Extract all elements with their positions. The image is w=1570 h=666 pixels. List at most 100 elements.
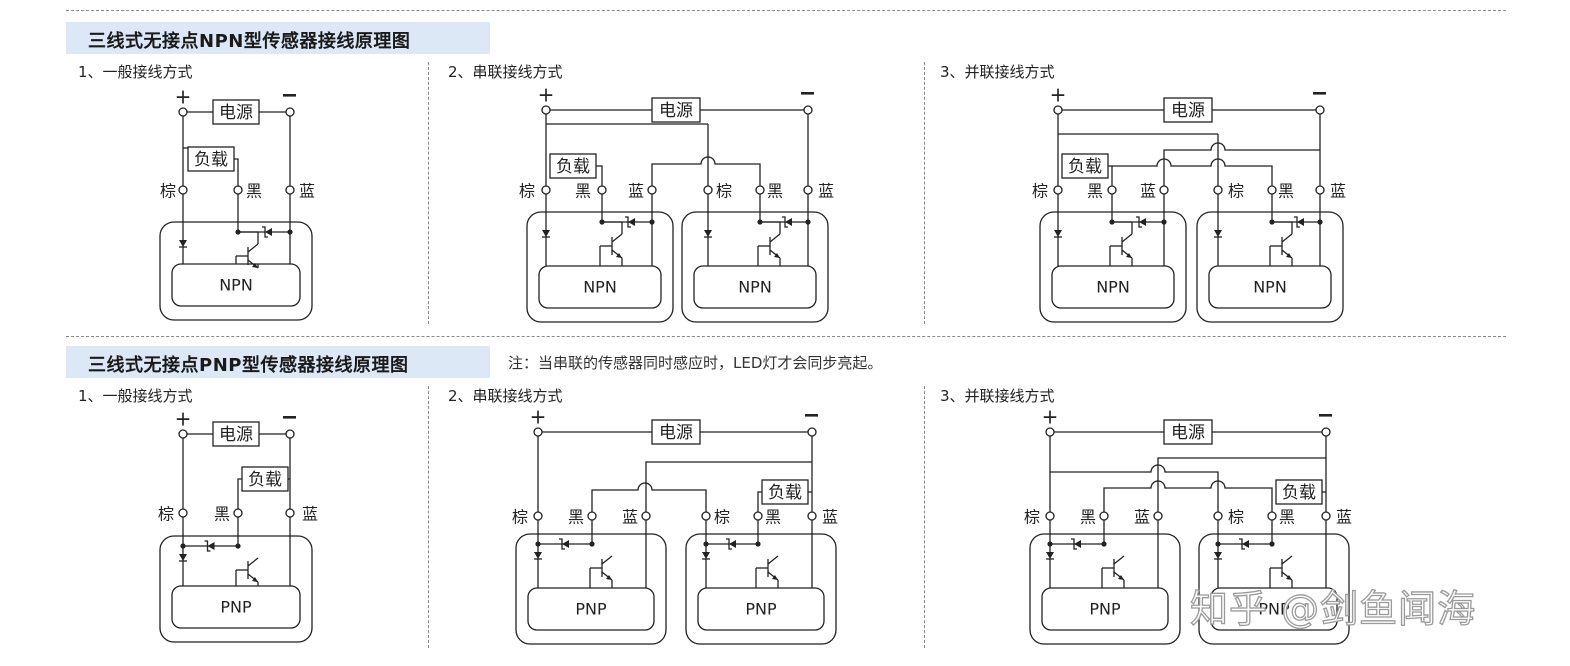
black-wire-label: 黑: [214, 505, 230, 524]
plus-terminal: [178, 429, 188, 439]
series-led-note: 注：当串联的传感器同时感应时，LED灯才会同步亮起。: [508, 354, 883, 372]
sensor-unit-5: PNP: [159, 508, 313, 643]
zener-diode-bar: [625, 216, 631, 228]
return-rail: [1157, 457, 1326, 512]
transistor-collector: [611, 233, 623, 243]
black-wire-label: 黑: [1278, 182, 1294, 201]
column-divider-1: [428, 62, 429, 324]
power-source: 电源: [659, 423, 693, 443]
blue-terminal: [1315, 185, 1325, 195]
transistor-arrow: [1286, 253, 1292, 258]
black-wire-label: 黑: [765, 508, 781, 527]
pnp-label: PNP: [745, 600, 777, 619]
blue-wire-label: 蓝: [818, 182, 834, 201]
blue-terminal: [285, 508, 295, 518]
led-diode: [542, 230, 550, 237]
blue-wire-label: 蓝: [628, 182, 644, 201]
minus-sign: [1319, 414, 1332, 417]
sensor-unit-0: NPN: [159, 185, 313, 321]
black-wire-label: 黑: [767, 182, 783, 201]
load-box: [1061, 153, 1109, 179]
column-divider-3: [428, 386, 429, 648]
brown-wire-label: 棕: [1228, 508, 1244, 527]
pnp-section-title: 三线式无接点PNP型传感器接线原理图: [88, 355, 409, 376]
npn-section-title: 三线式无接点NPN型传感器接线原理图: [88, 31, 411, 52]
npn-general-diagram: +电源负载NPN棕黑蓝: [159, 85, 315, 321]
blue-wire-label: 蓝: [299, 182, 315, 201]
black-wire-label: 黑: [1080, 508, 1096, 527]
blue-wire-label: 蓝: [822, 508, 838, 527]
zener-diode: [562, 540, 569, 548]
sensor-logic-block: [693, 265, 817, 309]
junction-dot: [535, 541, 541, 547]
led-diode: [1214, 552, 1222, 559]
sensor-logic-block: [697, 587, 825, 631]
black-terminal: [597, 185, 607, 195]
transistor-arrow: [772, 575, 778, 580]
minus-terminal: [285, 107, 295, 117]
pnp-section-header: 三线式无接点PNP型传感器接线原理图: [66, 346, 490, 378]
load: 负载: [194, 150, 228, 170]
blue-terminal: [1153, 511, 1163, 521]
black-terminal: [233, 508, 243, 518]
power-source-box: [651, 419, 701, 445]
npn-series-label: 2、串联接线方式: [448, 63, 563, 81]
power-source-box: [212, 99, 260, 125]
led-diode: [534, 552, 542, 559]
brown-terminal: [178, 185, 188, 195]
led-diode: [1046, 552, 1054, 559]
zener-diode-bar: [726, 538, 732, 550]
junction-dot: [1101, 541, 1107, 547]
zener-diode: [1074, 540, 1081, 548]
minus-sign: [801, 92, 814, 95]
junction-dot: [755, 541, 761, 547]
junction-dot: [589, 541, 595, 547]
blue-terminal: [647, 185, 657, 195]
brown-wire-label: 棕: [1032, 182, 1048, 201]
sensor-unit-3: NPN: [1039, 185, 1187, 323]
transistor-collector: [767, 555, 779, 565]
power-source: 电源: [219, 425, 253, 445]
transistor-collector: [1121, 233, 1133, 243]
load-wire: [237, 478, 242, 509]
parallel-output-link: [1103, 480, 1273, 512]
transistor-arrow: [1118, 575, 1124, 580]
minus-terminal: [803, 105, 813, 115]
brown-wire-label: 棕: [512, 508, 528, 527]
pnp-label: PNP: [575, 600, 607, 619]
junction-dot: [180, 543, 186, 549]
load-wire: [596, 165, 603, 186]
zener-diode-bar: [1071, 538, 1077, 550]
transistor-arrow: [252, 577, 258, 582]
brown-wire-label: 棕: [1024, 508, 1040, 527]
rail: [1050, 464, 1219, 512]
blue-wire-label: 蓝: [1336, 508, 1352, 527]
pnp-series-label: 2、串联接线方式: [448, 387, 563, 405]
npn-general-label: 1、一般接线方式: [78, 63, 193, 81]
blue-terminal: [285, 185, 295, 195]
middle-divider: [66, 336, 1506, 337]
power-source-box: [1163, 97, 1213, 123]
transistor-arrow: [252, 263, 258, 268]
sensor-unit-6: PNP: [515, 511, 667, 645]
power-source-box: [1163, 419, 1213, 445]
junction-dot: [1317, 219, 1323, 225]
brown-wire-label: 棕: [1228, 182, 1244, 201]
brown-terminal: [1213, 185, 1223, 195]
watermark: 知乎 @剑鱼闻海: [1189, 586, 1477, 631]
led-diode: [702, 552, 710, 559]
return-rail: [645, 461, 812, 512]
led-diode: [179, 554, 187, 561]
pnp-general-label: 1、一般接线方式: [78, 387, 193, 405]
zener-diode: [1297, 218, 1304, 226]
pnp-parallel-label: 3、并联接线方式: [940, 387, 1055, 405]
black-terminal: [753, 511, 763, 521]
minus-terminal: [1315, 105, 1325, 115]
junction-dot: [1161, 219, 1167, 225]
plus-sign: +: [175, 407, 192, 431]
sensor-logic-block: [527, 587, 655, 631]
